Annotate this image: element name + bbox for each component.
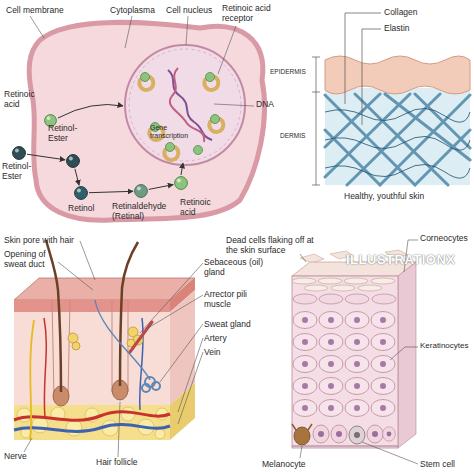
part-label: Arrector pili muscle [204,290,270,309]
molecule-node: Retinoic acid [174,176,188,190]
part-label: Cell membrane [6,6,76,16]
part-label: Elastin [384,24,454,34]
molecule-circle [135,185,148,198]
pathway-arrow [27,154,65,160]
molecule-circle [67,155,80,168]
part-label: Opening of sweat duct [4,250,59,269]
part-label: Stem cell [420,460,474,470]
molecule-ball [174,176,188,190]
highlight [137,187,141,191]
part-label: Nerve [4,452,44,462]
molecule-ball [12,146,26,160]
part-label: Melanocyte [262,460,322,470]
highlight [77,189,81,193]
molecule-node: Retinol-Ester [66,154,80,168]
highlight [47,116,51,120]
molecule-circle [13,147,26,160]
part-label: Vein [204,348,264,358]
molecule-ball [74,186,88,200]
part-label: Sebaceous (oil) gland [204,258,274,277]
molecule-ball [134,184,148,198]
part-label: Hair follicle [96,458,166,468]
highlight [15,149,19,153]
part-label: Sweat gland [204,320,270,330]
part-label: Retinoic acid receptor [222,4,274,23]
part-label: DERMIS [280,132,314,139]
part-label: Keratinocytes [420,342,474,351]
watermark: ILLUSTRATIONX [346,253,466,268]
part-label: Healthy, youthful skin [344,192,469,202]
molecule-label: Retinaldehyde (Retinal) [112,202,174,221]
molecule-node: Retinol-Ester [12,146,26,160]
molecule-label: Retinoic acid [180,198,220,217]
part-label: Corneocytes [420,234,474,244]
part-label: DNA [256,100,276,110]
pathway-arrow [149,185,173,190]
part-label: Artery [204,334,264,344]
part-label: Gene transcription [150,124,198,140]
molecule-label: Retinol-Ester [2,162,38,181]
part-label: Cell nucleus [166,6,226,16]
epidermis-layers [292,240,418,464]
pathway-arrow [75,169,79,185]
pathway-arrow [89,191,133,192]
part-label: EPIDERMIS [270,68,314,75]
part-label: Skin pore with hair [4,236,114,246]
molecule-node: Retinaldehyde (Retinal) [134,184,148,198]
part-label: Collagen [384,8,454,18]
molecule-circle [175,177,188,190]
highlight [69,157,73,161]
skin-cross-section [14,240,203,457]
molecule-label: Retinoic acid [4,90,40,109]
part-label: Cytoplasma [110,6,170,16]
cell-illustration [29,16,264,220]
skin-fibers-illustration [312,13,470,185]
molecule-label: Retinol [68,204,108,214]
molecule-label: Retinol-Ester [48,124,84,143]
highlight [177,179,181,183]
molecule-circle [75,187,88,200]
molecule-ball [66,154,80,168]
molecule-node: Retinol [74,186,88,200]
part-label: Dead cells flaking off at the skin surfa… [226,236,326,255]
